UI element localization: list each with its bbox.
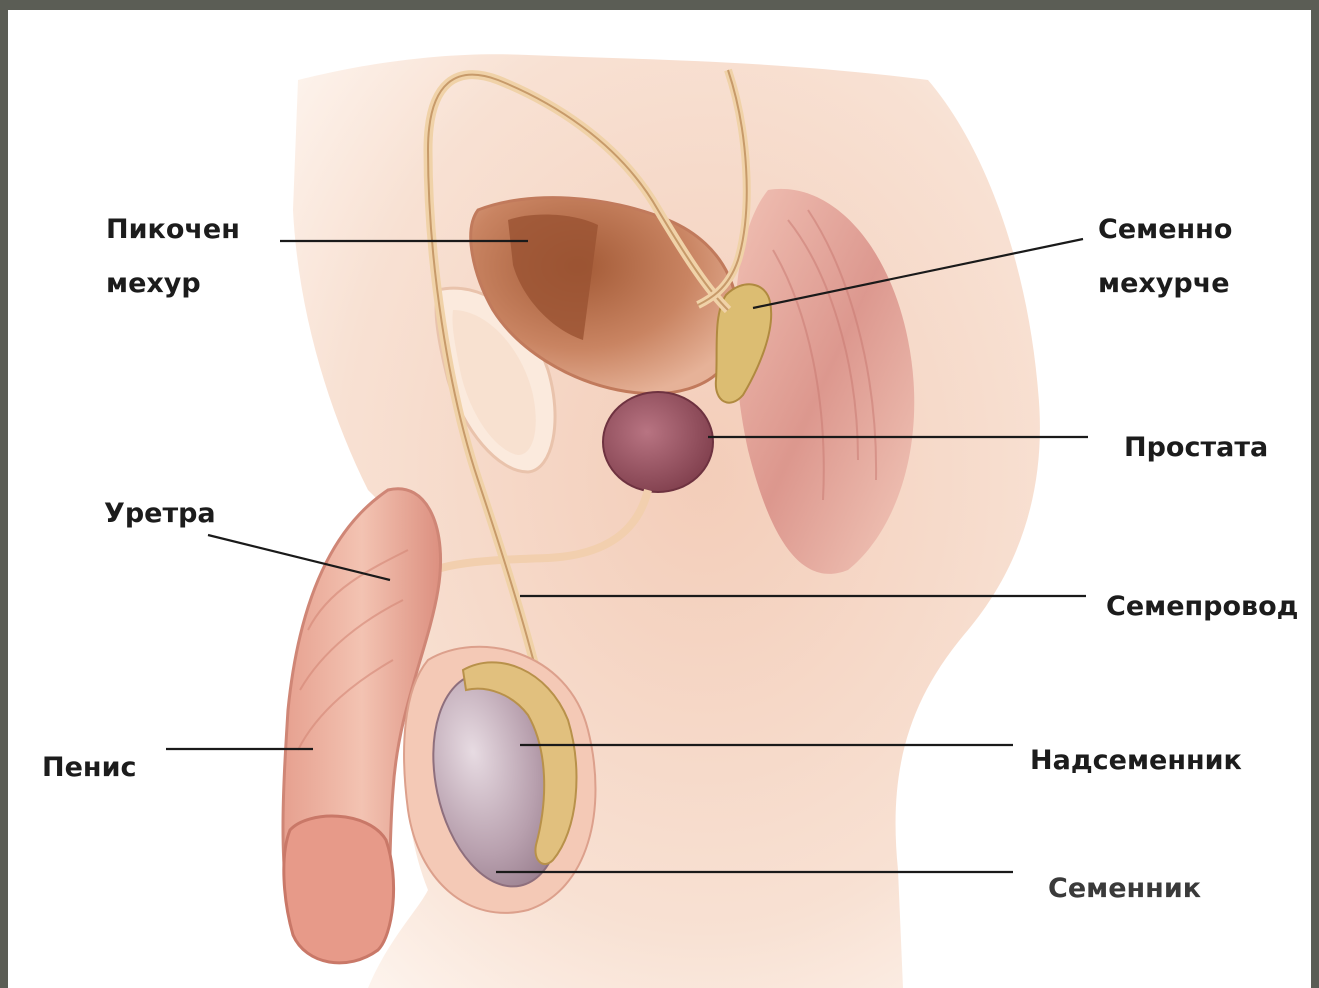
label-bladder: Пикочен мехур: [106, 203, 240, 311]
prostate: [603, 392, 713, 492]
glans: [284, 816, 394, 963]
label-urethra: Уретра: [104, 487, 216, 541]
label-penis: Пенис: [42, 741, 137, 795]
label-seminal-vesicle: Семенно мехурче: [1098, 203, 1232, 311]
label-prostate: Простата: [1124, 421, 1268, 475]
label-vas-deferens: Семепровод: [1106, 580, 1298, 634]
anatomy-figure: Пикочен мехур Семенно мехурче Простата У…: [8, 10, 1311, 988]
label-testis: Семенник: [1048, 862, 1201, 916]
label-epididymis: Надсеменник: [1030, 734, 1242, 788]
